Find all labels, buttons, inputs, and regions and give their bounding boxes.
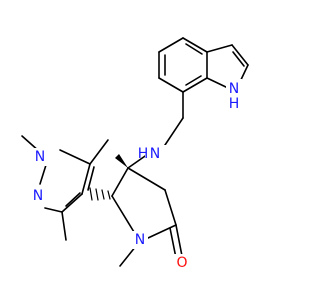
carbonyl-bond-second [169,227,177,259]
bond [206,77,229,89]
bond [182,77,208,93]
carbonyl-bond [175,224,183,257]
bond [127,153,149,169]
bond [158,37,184,53]
bond [81,163,91,195]
double-bond-inner [65,192,81,207]
indole-nitrogen-label: N [229,81,239,97]
double-bond-inner [185,43,203,55]
label-bg [30,187,46,205]
bond [111,195,135,233]
amine-hydrogen-label: H [138,146,149,162]
bond [44,207,63,213]
bond [39,164,47,185]
c-methyl-bond [89,139,109,165]
pyrazole-n2-label: N [33,188,43,204]
molecule-diagram: N H H N N N N O [21,37,249,272]
label-bg [174,254,190,272]
pyrrolidinone-ring [111,167,183,267]
lactam-nitrogen-label: N [135,232,145,248]
bond [231,44,249,66]
bond [162,117,184,149]
bond [127,167,166,191]
bond [59,149,91,165]
bond [61,193,83,213]
structure-svg: N H H N N N N O [21,37,249,272]
wedge-bond [115,154,128,168]
methylene-linker [127,91,184,169]
label-bg [226,79,242,95]
hash-bond [89,187,111,201]
bond [206,44,233,53]
double-bond-inner [232,51,245,67]
atom-labels: N H H N N N N O [30,79,242,272]
hash-line [89,187,93,201]
bond [182,37,208,53]
pyrazole-n1-label: N [35,149,45,165]
amine-nitrogen-label: N [150,146,160,162]
indole-benzene-ring [158,37,208,93]
pyrazole-ring [21,135,109,241]
bond [111,167,129,197]
hash-line [101,189,105,200]
label-bg [145,145,171,163]
hash-line [107,190,111,200]
bond [158,77,184,93]
double-bond-inner [87,166,95,191]
label-bg [32,148,48,166]
label-bg [132,231,148,249]
bond [147,224,177,239]
bond [164,189,177,226]
c-methyl-bond [61,211,67,241]
n-methyl-bond [119,245,137,267]
indole-hydrogen-label: H [229,96,240,112]
double-bond-inner [185,75,202,86]
carbonyl-oxygen-label: O [176,255,187,271]
hash-line [95,188,99,201]
